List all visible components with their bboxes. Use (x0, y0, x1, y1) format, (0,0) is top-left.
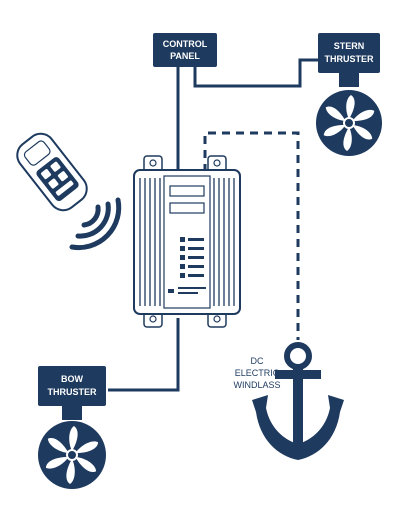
bow-thruster: BOW THRUSTER (38, 366, 106, 489)
control-panel-label: CONTROL PANEL (153, 33, 217, 67)
propeller-icon (316, 90, 382, 156)
control-unit-icon (133, 155, 241, 328)
wireless-signal-icon (69, 197, 122, 251)
bow-text-2: THRUSTER (48, 387, 97, 397)
wire-unit-to-bow (108, 318, 180, 392)
bow-text-1: BOW (61, 374, 84, 384)
wiring (108, 58, 318, 392)
wire-unit-to-windlass-dashed (203, 131, 300, 340)
control-panel-text-1: CONTROL (163, 39, 208, 49)
remote-control-icon (16, 132, 88, 212)
propeller-icon (38, 421, 106, 489)
windlass-text-3: WINDLASS (233, 380, 280, 390)
control-panel-text-2: PANEL (170, 51, 200, 61)
windlass: DC ELECTRIC WINDLASS (233, 342, 344, 460)
windlass-text-2: ELECTRIC (235, 368, 280, 378)
wire-control-panel-to-stern (193, 58, 318, 88)
anchor-icon (252, 342, 344, 460)
stern-thruster: STERN THRUSTER (316, 33, 382, 156)
windlass-text-1: DC (251, 356, 264, 366)
stern-text-2: THRUSTER (325, 54, 374, 64)
stern-text-1: STERN (334, 41, 365, 51)
